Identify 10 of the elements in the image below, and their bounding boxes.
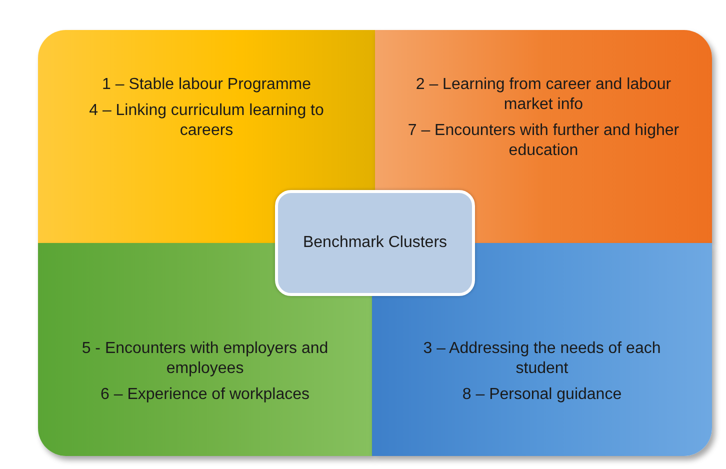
benchmark-text: 1 – Stable labour Programme xyxy=(101,75,312,95)
center-label: Benchmark Clusters xyxy=(302,233,448,253)
center-box xyxy=(275,190,475,296)
benchmark-text: 4 – Linking curriculum learning to careers xyxy=(88,101,325,141)
benchmark-text: 8 – Personal guidance xyxy=(461,385,623,405)
benchmark-text: 7 – Encounters with further and higher education xyxy=(406,121,680,161)
benchmark-text: 5 - Encounters with employers and employees xyxy=(80,339,330,379)
benchmark-text: 2 – Learning from career and labour market info xyxy=(414,75,672,115)
benchmark-text: 3 – Addressing the needs of each student xyxy=(422,339,662,379)
benchmark-text: 6 – Experience of workplaces xyxy=(100,385,310,405)
